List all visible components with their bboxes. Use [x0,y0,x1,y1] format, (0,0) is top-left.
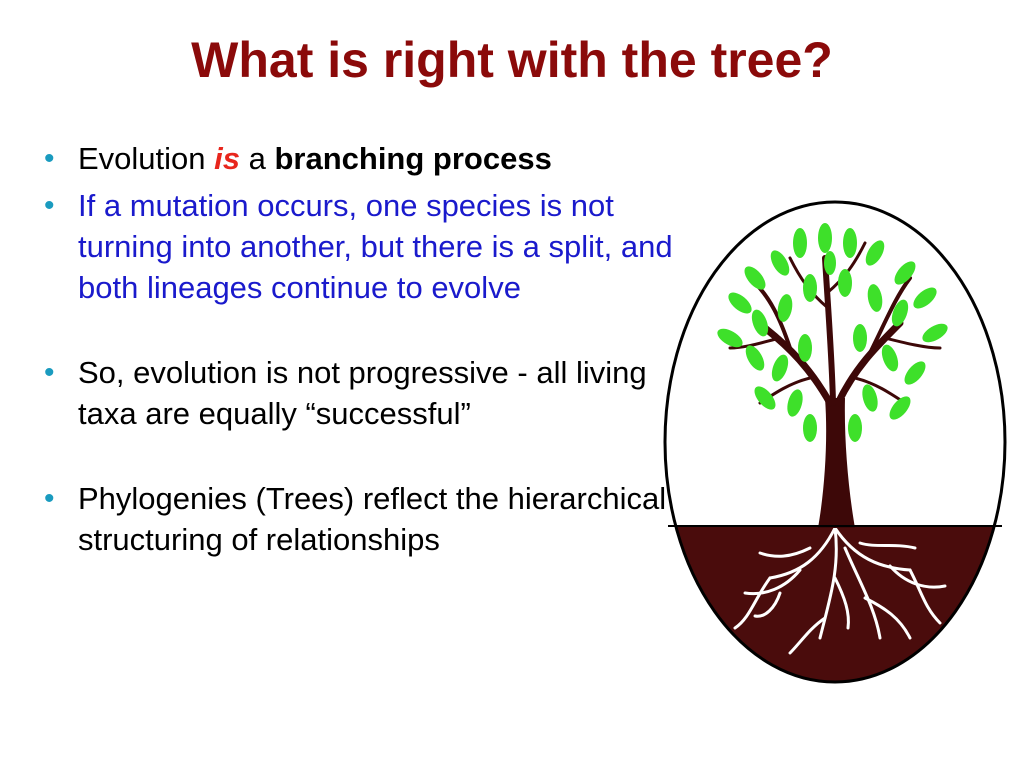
bullet-dot-icon: • [44,189,55,222]
bold-phrase: branching process [274,141,552,176]
bullet-text: Evolution [78,141,215,176]
slide-title: What is right with the tree? [191,32,833,88]
bullet-text: So, evolution is not progressive - all l… [78,355,647,431]
tree-with-roots-icon [663,200,1007,684]
tree-trunk [818,398,855,528]
tree-branches [728,241,942,407]
bullet-item: • Evolution is a branching process [40,138,690,179]
bullet-text: a [240,141,275,176]
emphasis-word: is [214,141,240,176]
bullet-item: • Phylogenies (Trees) reflect the hierar… [40,478,690,560]
oval-frame [663,200,1007,684]
bullet-text: Phylogenies (Trees) reflect the hierarch… [78,481,667,557]
bullet-dot-icon: • [44,482,55,515]
bullet-text: If a mutation occurs, one species is not… [78,188,673,305]
tree-leaves [717,223,948,442]
bullet-item: • If a mutation occurs, one species is n… [40,185,690,308]
bullet-list: • Evolution is a branching process • If … [40,138,690,560]
roots [733,526,947,655]
bullet-dot-icon: • [44,356,55,389]
bullet-dot-icon: • [44,142,55,175]
bullet-item: • So, evolution is not progressive - all… [40,352,690,434]
